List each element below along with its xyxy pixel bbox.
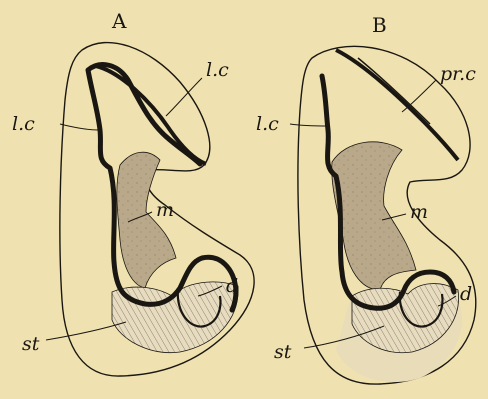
panel-a-label-d: d <box>226 275 238 297</box>
panel-a-label-lc-top: l.c <box>206 59 229 81</box>
panel-b-medulla <box>332 142 416 290</box>
panel-a-letter: A <box>111 9 127 33</box>
panel-a-label-st: st <box>22 333 40 355</box>
panel-b-letter: B <box>372 13 387 37</box>
panel-b-label-st: st <box>274 341 292 363</box>
panel-b-label-lc-left: l.c <box>256 113 279 135</box>
panel-b-label-d: d <box>460 283 472 305</box>
panel-a-leader-lc-top <box>166 78 202 116</box>
panel-b-label-m: m <box>410 201 428 223</box>
panel-b-label-prc: pr.c <box>440 63 476 85</box>
panel-b-leader-prc <box>402 80 436 112</box>
panel-a-leader-lc-left <box>60 124 98 130</box>
panel-b-leader-lc-left <box>290 124 328 126</box>
panel-b: B pr.c l.c m d st <box>256 13 476 384</box>
panel-a-thick-contour <box>88 65 236 310</box>
panel-a: A l.c l.c m d st <box>12 9 254 376</box>
panel-a-label-m: m <box>156 199 174 221</box>
panel-a-upper-band <box>96 66 206 164</box>
panel-a-label-lc-left: l.c <box>12 113 35 135</box>
